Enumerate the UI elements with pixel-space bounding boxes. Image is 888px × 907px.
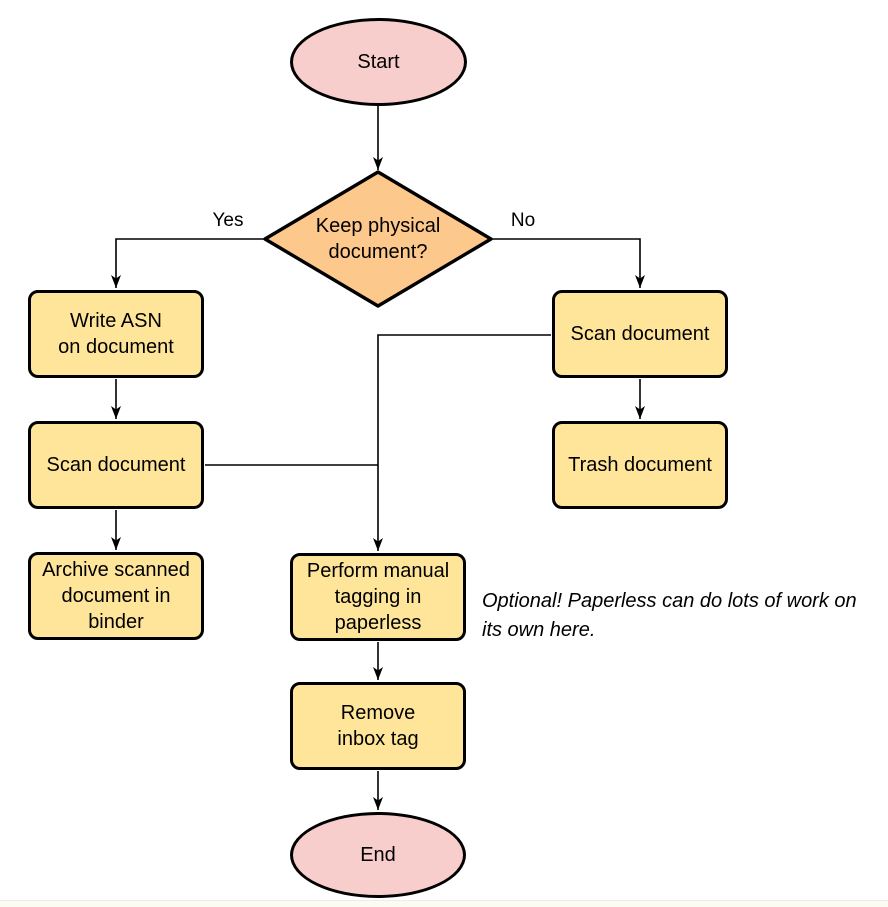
write-asn-node: Write ASN on document [28,290,204,378]
decision-node-label: Keep physical document? [315,215,441,263]
page-bottom-strip [0,900,888,907]
edge-label-yes: Yes [212,210,244,231]
optional-annotation: Optional! Paperless can do lots of work … [482,590,857,641]
trash-document-node: Trash document [552,421,728,509]
edge-decision-no-to-scan-right [491,238,645,288]
edge-decision-yes-to-write-asn [111,238,265,288]
end-node: End [290,812,466,898]
edge-label-no: No [510,210,536,231]
manual-tagging-node: Perform manual tagging in paperless [290,553,466,641]
start-node: Start [290,18,467,106]
remove-inbox-tag-node: Remove inbox tag [290,682,466,770]
scan-document-right-node: Scan document [552,290,728,378]
archive-document-node: Archive scanned document in binder [28,552,204,640]
edge-scan-right-to-tagging [373,334,551,551]
scan-document-left-node: Scan document [28,421,204,509]
decision-diamond-shape [263,170,493,308]
